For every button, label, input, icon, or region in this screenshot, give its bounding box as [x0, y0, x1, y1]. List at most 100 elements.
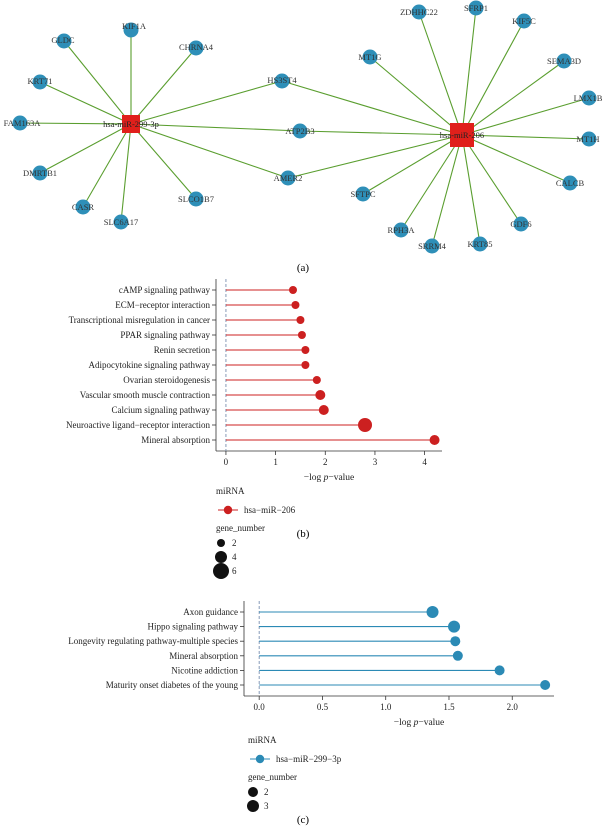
- hub-label-hsa-mir-206: hsa-miR-206: [440, 130, 484, 140]
- edge-hsa-mir-299-3p-fam163a: [19, 122, 132, 125]
- edge-hsa-mir-206-kif5c: [461, 20, 525, 136]
- node-krt85: [472, 236, 488, 252]
- edge-hsa-mir-206-lmx1b: [461, 97, 590, 136]
- node-zdhhc22: [411, 4, 427, 20]
- point: [312, 376, 321, 384]
- size-legend-title: gene_number: [216, 523, 265, 533]
- size-legend-label: 6: [232, 566, 237, 576]
- node-mt1g: [362, 49, 378, 65]
- node-calcb: [562, 175, 578, 191]
- edge-hsa-mir-206-mt1g: [369, 56, 463, 136]
- point: [540, 680, 551, 690]
- node-sftpc: [355, 186, 371, 202]
- node-dmrtb1: [32, 165, 48, 181]
- edge-hsa-mir-299-3p-chrna4: [130, 47, 197, 125]
- node-label-krt71: KRT71: [28, 76, 53, 86]
- node-label-lmx1b: LMX1B: [574, 93, 603, 103]
- node-label-sftpc: SFTPC: [350, 189, 375, 199]
- node-srrm4: [424, 238, 440, 254]
- category-label: Vascular smooth muscle contraction: [80, 390, 211, 400]
- node-label-dmrtb1: DMRTB1: [23, 168, 57, 178]
- node-label-zdhhc22: ZDHHC22: [400, 7, 438, 17]
- size-legend-marker: [217, 539, 225, 547]
- node-label-kif1a: KIF1A: [122, 21, 147, 31]
- category-label: Axon guidance: [183, 607, 238, 617]
- size-legend-label: 3: [264, 801, 269, 811]
- node-label-chrna4: CHRNA4: [179, 42, 214, 52]
- point: [291, 301, 300, 309]
- category-label: Maturity onset diabetes of the young: [106, 680, 239, 690]
- node-label-srrm4: SRRM4: [418, 241, 447, 251]
- edge-hsa-mir-206-sftpc: [362, 134, 463, 195]
- point: [448, 620, 461, 633]
- network-nodes: GLDCKIF1ACHRNA4KRT71FAM163ADMRTB1CASRSLC…: [4, 0, 603, 254]
- node-lmx1b: [581, 90, 597, 106]
- size-legend-label: 4: [232, 552, 237, 562]
- category-label: cAMP signaling pathway: [119, 285, 211, 295]
- node-label-gldc: GLDC: [51, 35, 74, 45]
- point: [315, 390, 326, 400]
- point: [296, 316, 305, 324]
- x-axis-label: −log p−value: [304, 473, 355, 483]
- point: [297, 331, 306, 339]
- size-legend-label: 2: [232, 538, 237, 548]
- edge-hsa-mir-206-hs3st4: [281, 80, 463, 136]
- legend-title: miRNA: [216, 486, 245, 496]
- edge-hsa-mir-299-3p-slc6a17: [120, 123, 132, 223]
- point: [318, 405, 329, 415]
- category-label: Renin secretion: [154, 345, 211, 355]
- node-label-sfrp1: SFRP1: [464, 3, 488, 13]
- hub-hsa-mir-299-3p: [122, 115, 140, 133]
- hub-label-hsa-mir-299-3p: hsa-miR-299-3p: [103, 119, 159, 129]
- edge-hsa-mir-206-gdf6: [461, 134, 522, 225]
- legend-marker: [223, 505, 233, 515]
- size-legend-marker: [247, 800, 259, 812]
- node-gldc: [56, 33, 72, 49]
- edge-hsa-mir-206-calcb: [461, 134, 571, 184]
- node-atp2b3: [292, 123, 308, 139]
- node-label-fam163a: FAM163A: [4, 118, 42, 128]
- size-legend-marker: [248, 787, 258, 797]
- edge-hsa-mir-299-3p-hs3st4: [130, 80, 283, 125]
- legend-marker: [255, 754, 265, 764]
- edge-hsa-mir-206-sema3d: [461, 60, 565, 136]
- edge-hsa-mir-299-3p-dmrtb1: [39, 123, 132, 174]
- edge-hsa-mir-206-atp2b3: [299, 130, 463, 136]
- category-label: Mineral absorption: [141, 435, 210, 445]
- node-label-mt1h: MT1H: [576, 134, 599, 144]
- edge-hsa-mir-206-srrm4: [431, 134, 463, 247]
- node-sema3d: [556, 53, 572, 69]
- point: [301, 361, 310, 369]
- size-legend-label: 2: [264, 787, 269, 797]
- category-label: ECM−receptor interaction: [115, 300, 210, 310]
- node-rph3a: [393, 222, 409, 238]
- node-chrna4: [188, 40, 204, 56]
- x-tick-label: 1.5: [443, 702, 455, 712]
- node-label-slc6a17: SLC6A17: [104, 217, 138, 227]
- x-tick-label: 4: [422, 457, 427, 467]
- x-tick-label: 2: [323, 457, 328, 467]
- node-label-amer2: AMER2: [274, 173, 303, 183]
- edge-hsa-mir-299-3p-amer2: [130, 123, 289, 179]
- edge-hsa-mir-206-krt85: [461, 134, 481, 245]
- node-krt71: [32, 74, 48, 90]
- point: [452, 650, 463, 661]
- edge-hsa-mir-299-3p-gldc: [63, 40, 132, 125]
- node-kif1a: [123, 22, 139, 38]
- node-gdf6: [513, 216, 529, 232]
- edge-hsa-mir-206-mt1h: [461, 134, 590, 140]
- category-label: Ovarian steroidogenesis: [123, 375, 210, 385]
- node-mt1h: [581, 131, 597, 147]
- edge-hsa-mir-206-rph3a: [400, 134, 463, 231]
- point: [288, 286, 297, 294]
- node-label-kif5c: KIF5C: [512, 16, 536, 26]
- x-tick-label: 1.0: [380, 702, 392, 712]
- edge-hsa-mir-206-amer2: [287, 134, 463, 179]
- node-amer2: [280, 170, 296, 186]
- edge-hsa-mir-206-sfrp1: [461, 7, 477, 136]
- panel-label-b: (b): [297, 528, 310, 540]
- legend-title: miRNA: [248, 735, 277, 745]
- network-edges: [19, 7, 590, 247]
- point: [358, 418, 373, 432]
